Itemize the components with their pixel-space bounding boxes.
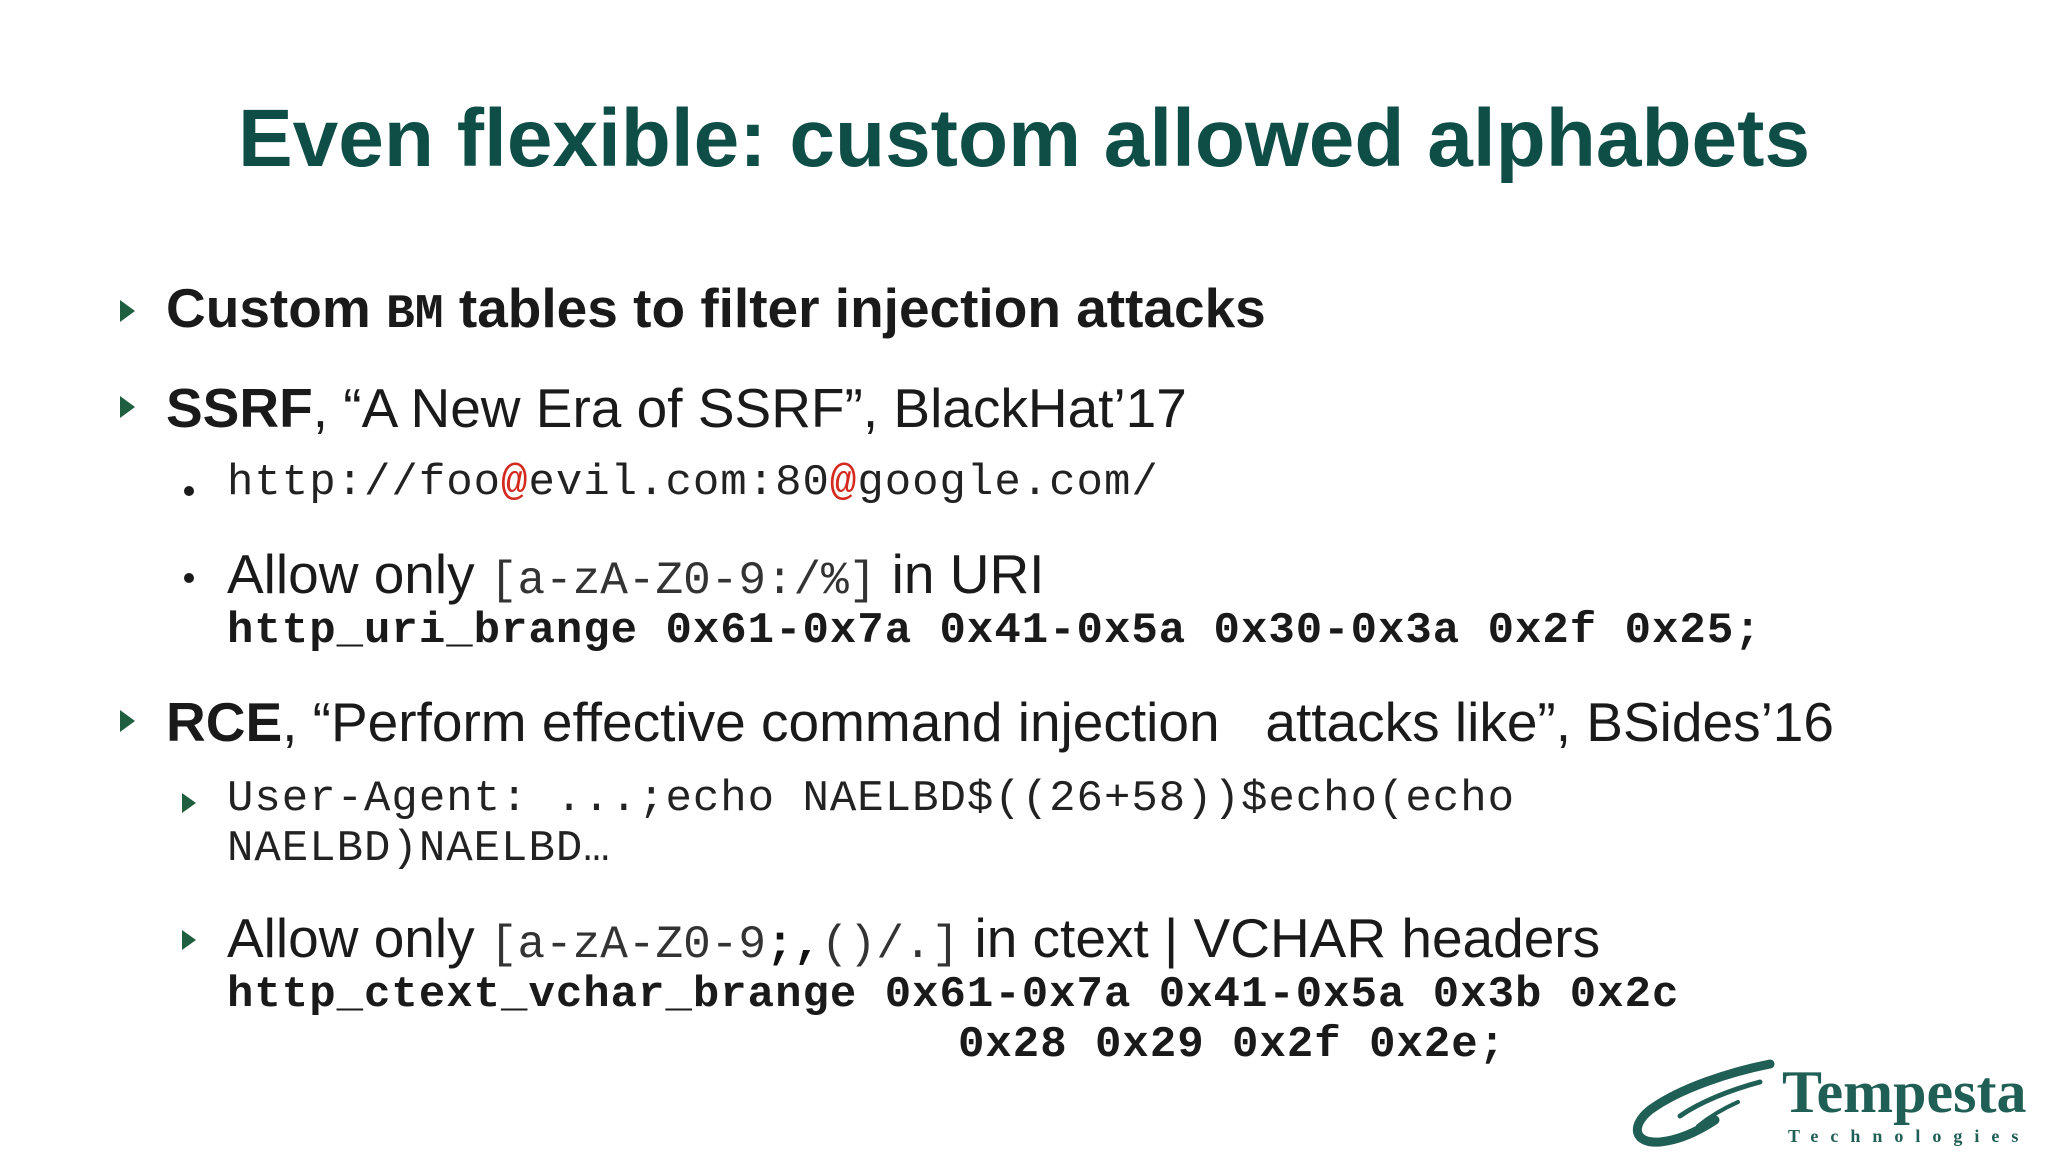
bullet-custom-bm-post: tables to filter injection attacks <box>443 277 1266 339</box>
bullet-dot-icon <box>184 486 194 496</box>
rce-example-line1: User-Agent: ...;echo NAELBD$((26+58))$ec… <box>227 774 1516 824</box>
ctext-brange-directive-line2: 0x28 0x29 0x2f 0x2e; <box>958 1020 1507 1070</box>
slide-title: Even flexible: custom allowed alphabets <box>237 93 1811 184</box>
bullet-dot-icon <box>184 573 194 583</box>
ssrf-allow-only: Allow only [a-zA-Z0-9:/%] in URI <box>227 542 1044 607</box>
allowed-range-emphasis: ;, <box>765 919 822 971</box>
bullet-ssrf: SSRF, “A New Era of SSRF”, BlackHat’17 <box>166 376 1187 440</box>
url-at-sign: @ <box>501 458 529 508</box>
bullet-triangle-icon <box>182 793 196 813</box>
allowed-range: ()/.] <box>821 919 960 971</box>
allow-only-text: Allow only <box>227 543 490 605</box>
allow-scope: in ctext | VCHAR headers <box>959 907 1601 969</box>
ssrf-reference: , “A New Era of SSRF”, BlackHat’17 <box>312 377 1187 439</box>
rce-example-line2: NAELBD)NAELBD… <box>227 824 611 874</box>
url-part: http://foo <box>227 458 502 508</box>
tempesta-logo: Tempesta Technologies <box>1620 1058 2040 1152</box>
rce-reference: , “Perform effective command injection a… <box>282 691 1834 753</box>
rce-allow-only: Allow only [a-zA-Z0-9;,()/.] in ctext | … <box>227 906 1600 971</box>
tempesta-swoosh-icon <box>1632 1059 1775 1147</box>
bullet-triangle-icon <box>120 396 135 418</box>
bullet-custom-bm-pre: Custom <box>166 277 386 339</box>
bullet-triangle-icon <box>120 710 135 732</box>
rce-label: RCE <box>166 691 283 753</box>
url-part: evil.com:80 <box>528 458 830 508</box>
url-at-sign: @ <box>829 458 858 508</box>
bullet-rce: RCE, “Perform effective command injectio… <box>166 690 1834 754</box>
ssrf-label: SSRF <box>166 377 313 439</box>
bullet-triangle-icon <box>120 300 135 322</box>
uri-brange-directive: http_uri_brange 0x61-0x7a 0x41-0x5a 0x30… <box>227 606 1762 656</box>
ssrf-example-url: http://foo@evil.com:80@google.com/ <box>227 458 1159 508</box>
bullet-custom-bm: Custom BM tables to filter injection att… <box>166 276 1266 342</box>
ctext-brange-directive-line1: http_ctext_vchar_brange 0x61-0x7a 0x41-0… <box>227 970 1680 1020</box>
bm-code: BM <box>386 288 444 342</box>
bullet-triangle-icon <box>182 930 196 950</box>
allow-only-text: Allow only <box>227 907 490 969</box>
logo-subtitle: Technologies <box>1788 1126 2031 1146</box>
logo-name: Tempesta <box>1782 1059 2027 1125</box>
allowed-range: [a-zA-Z0-9:/%] <box>489 555 877 607</box>
allowed-range: [a-zA-Z0-9 <box>489 919 766 971</box>
url-part: google.com/ <box>857 458 1159 508</box>
allow-scope: in URI <box>876 543 1045 605</box>
